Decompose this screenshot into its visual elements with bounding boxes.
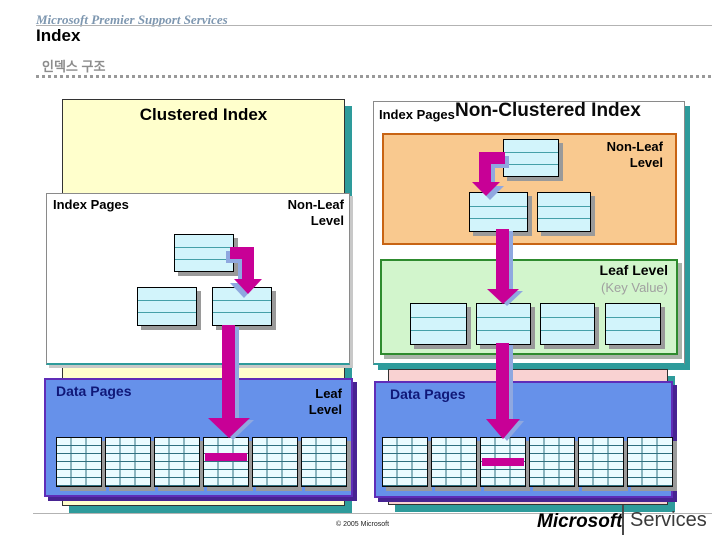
lookup-arrow-head [486, 419, 520, 439]
leaf-level-label: Leaf Level [599, 262, 668, 278]
traverse-arrow [479, 152, 491, 184]
index-pages-label: Index Pages [379, 107, 455, 122]
data-page-icon [578, 437, 624, 487]
page-title: Index [36, 26, 81, 45]
index-page-icon [174, 234, 234, 272]
copyright-text: © 2005 Microsoft [336, 521, 390, 528]
header-rule [36, 25, 712, 26]
nonclustered-title: Non-Clustered Index [455, 100, 641, 121]
logo-divider [622, 505, 624, 535]
data-page-icon [56, 437, 102, 487]
lookup-arrow [222, 325, 235, 420]
leaf-page-icon [605, 303, 661, 345]
data-page-icon [382, 437, 428, 487]
dotted-rule [36, 75, 712, 78]
data-page-icon [154, 437, 200, 487]
data-page-icon-target [203, 437, 249, 487]
header-brand: Microsoft Premier Support Services [36, 12, 228, 27]
highlighted-row [205, 453, 247, 461]
highlighted-row [482, 458, 524, 466]
non-leaf-level-label: Non-Leaf Level [287, 197, 344, 229]
footer-rule [33, 513, 712, 514]
microsoft-logo: Microsoft [537, 511, 623, 532]
index-page-icon [503, 139, 559, 177]
traverse-arrow-head [487, 289, 519, 304]
data-page-icon [431, 437, 477, 487]
index-page-icon [137, 287, 197, 326]
traverse-arrow-head [472, 182, 500, 196]
data-page-icon [105, 437, 151, 487]
clustered-title: Clustered Index [139, 105, 268, 124]
data-page-icon [529, 437, 575, 487]
data-page-icon [627, 437, 673, 487]
traverse-arrow [496, 229, 509, 291]
lookup-arrow [496, 343, 509, 421]
clustered-index-pages-panel [46, 193, 350, 365]
index-pages-label: Index Pages [53, 197, 129, 212]
index-page-icon [537, 192, 591, 232]
leaf-page-icon [410, 303, 467, 345]
data-pages-label: Data Pages [56, 383, 132, 399]
data-page-icon [301, 437, 347, 487]
page-subtitle-korean: 인덱스 구조 [42, 59, 106, 74]
data-page-icon-target [480, 437, 526, 487]
lookup-arrow-head [208, 418, 250, 438]
key-value-label: (Key Value) [601, 280, 668, 295]
leaf-page-icon-target [476, 303, 531, 345]
data-page-icon [252, 437, 298, 487]
leaf-level-label: Leaf Level [308, 386, 342, 418]
non-leaf-level-label: Non-Leaf Level [606, 139, 663, 171]
traverse-arrow [242, 247, 254, 281]
traverse-arrow-head [234, 279, 262, 294]
services-logo-text: Services [630, 509, 707, 531]
leaf-page-icon [540, 303, 595, 345]
data-pages-label: Data Pages [390, 386, 466, 402]
